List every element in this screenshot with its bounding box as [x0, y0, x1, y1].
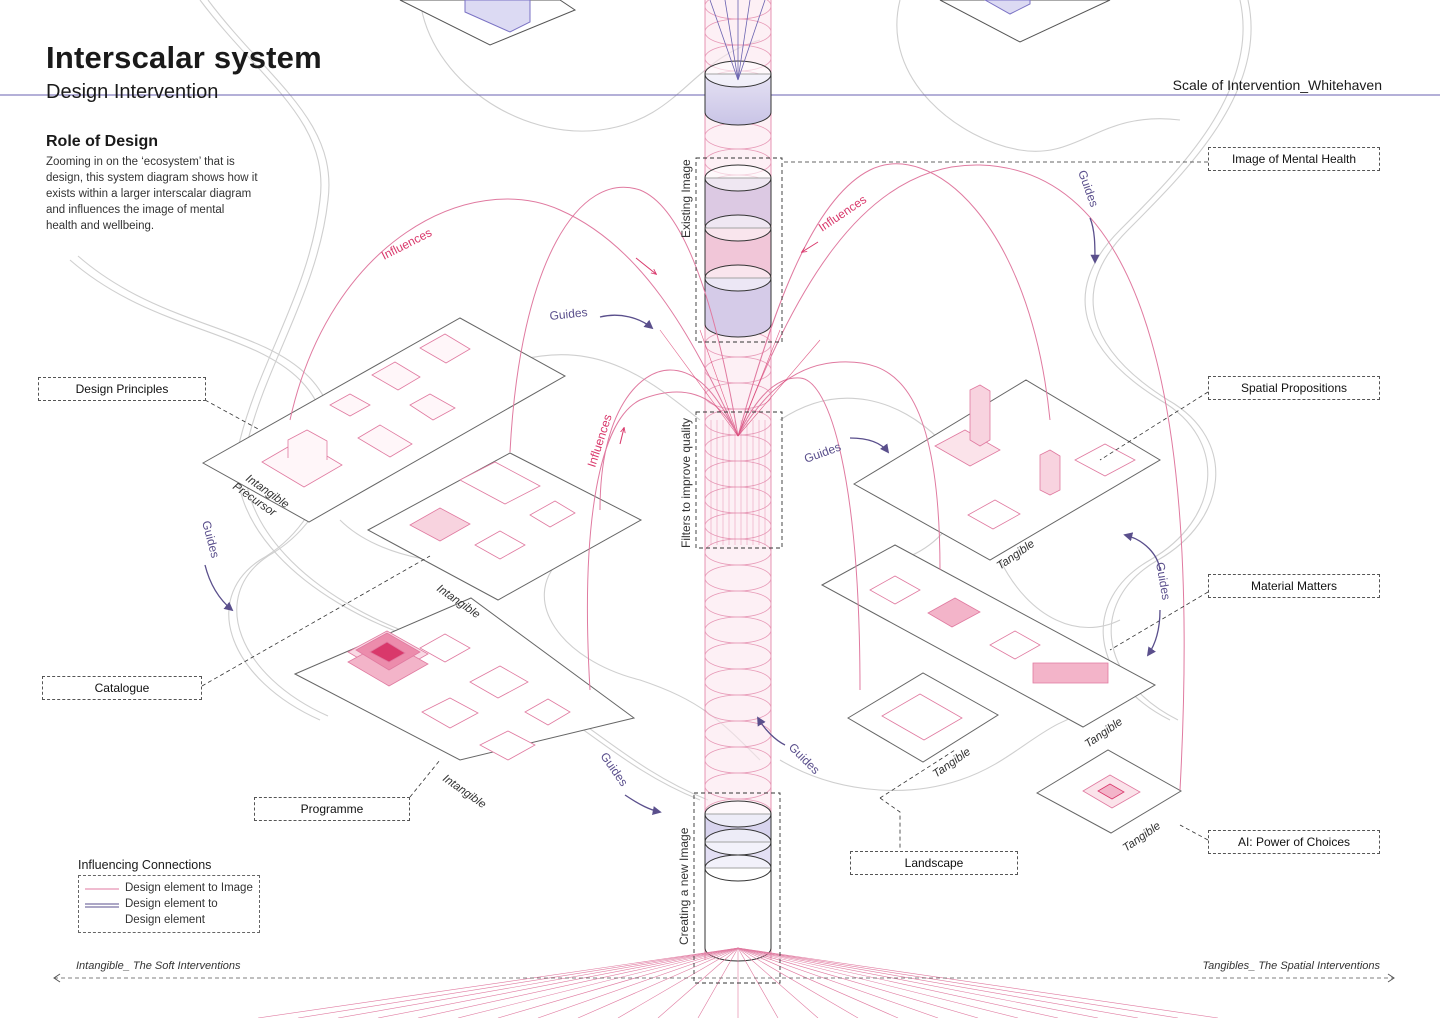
bottom-ray — [257, 947, 739, 1018]
cylinder-existing-2-top — [704, 214, 772, 242]
label-spatial-propositions: Spatial Propositions — [1208, 376, 1380, 400]
creating-new-image-label: Creating a new Image — [677, 827, 691, 945]
diagram-text: Influences Influences Influences Guides … — [199, 159, 1173, 945]
label-leaders — [54, 161, 1394, 979]
platform-tangible-1 — [853, 379, 1161, 561]
cylinder-new-3 — [704, 867, 772, 962]
cylinder-new-1-top — [704, 800, 772, 828]
page-title: Interscalar system — [46, 40, 322, 75]
converge-rays — [659, 329, 821, 437]
cylinder-existing-1-top — [704, 164, 772, 192]
label-material-matters: Material Matters — [1208, 574, 1380, 598]
bottom-ray — [617, 947, 739, 1018]
platform-tangible-2 — [820, 544, 1157, 728]
cylinder-new-3-top — [704, 854, 772, 882]
label-image-of-mental-health: Image of Mental Health — [1208, 147, 1380, 171]
platform-label-tangible-4: Tangible — [1121, 820, 1163, 855]
guides-label-5: Guides — [598, 750, 631, 789]
bottom-ray — [497, 947, 739, 1018]
cylinder-existing-3-top — [704, 264, 772, 292]
bottom-ray — [417, 947, 739, 1018]
page-subtitle: Design Intervention — [46, 81, 219, 103]
label-landscape: Landscape — [850, 851, 1018, 875]
bottom-ray — [737, 947, 1059, 1018]
footer-arrows — [53, 973, 1395, 983]
influence-arrowheads — [619, 241, 819, 445]
bottom-ray — [457, 947, 739, 1018]
legend-pink-label: Design element to Image — [125, 882, 253, 894]
top-blocks — [399, 0, 1111, 46]
legend-purple-label: Design element to Design element — [125, 898, 218, 926]
bottom-ray — [737, 947, 979, 1018]
platform-intangible-2 — [293, 597, 636, 761]
platform-tangible-4 — [1035, 749, 1182, 834]
legend-title: Influencing Connections — [78, 858, 212, 872]
column-frames — [693, 157, 783, 984]
bottom-ray — [737, 947, 1219, 1018]
filters-label: Filters to improve quality — [679, 418, 693, 548]
influences-label-mid: Influences — [585, 413, 615, 469]
influences-label-right: Influences — [816, 192, 869, 234]
existing-image-label: Existing Image — [679, 159, 693, 238]
top-ray — [709, 0, 739, 81]
legend-item-pink: Design element to Image — [85, 880, 255, 896]
guides-label-1: Guides — [549, 305, 588, 323]
legend-item-purple: Design element to Design element — [85, 896, 255, 928]
footer-tangible: Tangibles_ The Spatial Interventions — [1202, 960, 1380, 972]
bottom-ray — [737, 947, 1139, 1018]
cylinder-new-2-top — [704, 828, 772, 856]
platform-tangible-3 — [847, 672, 999, 763]
guides-label-6: Guides — [786, 740, 823, 777]
purple-line-swatch — [85, 903, 119, 908]
label-catalogue: Catalogue — [42, 676, 202, 700]
influence-arcs — [289, 163, 1185, 791]
bottom-ray — [737, 947, 1179, 1018]
legend-box: Design element to Image Design element t… — [78, 875, 260, 933]
cylinder-top — [704, 73, 772, 126]
guides-label-7: Guides — [1153, 561, 1173, 601]
top-ray — [737, 0, 766, 81]
scale-label: Scale of Intervention_Whitehaven — [1172, 77, 1382, 93]
role-heading: Role of Design — [46, 133, 159, 150]
label-design-principles: Design Principles — [38, 377, 206, 401]
label-ai-power-of-choices: AI: Power of Choices — [1208, 830, 1380, 854]
label-programme: Programme — [254, 797, 410, 821]
bottom-ray — [537, 947, 739, 1018]
bottom-ray — [577, 947, 739, 1018]
role-description: Zooming in on the ‘ecosystem’ that is de… — [46, 156, 258, 232]
platform-intangible-precursor — [201, 317, 567, 523]
pink-line-swatch — [85, 888, 119, 890]
bottom-ray — [297, 947, 739, 1018]
bottom-ray — [737, 947, 1099, 1018]
footer-intangible: Intangible_ The Soft Interventions — [76, 960, 241, 972]
top-ray — [737, 0, 751, 81]
bottom-ray — [737, 947, 899, 1018]
central-column — [257, 0, 1219, 1018]
guide-arrows — [204, 217, 1161, 816]
bottom-ray — [737, 947, 1019, 1018]
guides-label-2: Guides — [802, 440, 843, 466]
influences-label-left: Influences — [379, 225, 434, 262]
platform-intangible-1 — [366, 452, 643, 601]
guides-label-4: Guides — [199, 519, 222, 559]
bottom-ray — [737, 947, 859, 1018]
column-body — [705, 0, 771, 960]
bottom-ray — [737, 947, 939, 1018]
bottom-ray — [377, 947, 739, 1018]
bottom-ray — [337, 947, 739, 1018]
platform-label-intangible-2: Intangible — [440, 773, 488, 811]
bottom-ray — [737, 947, 819, 1018]
cylinder-existing-3 — [704, 277, 772, 338]
top-ray — [724, 0, 739, 81]
legend: Influencing Connections Design element t… — [78, 858, 260, 933]
guides-label-3: Guides — [1075, 168, 1101, 209]
